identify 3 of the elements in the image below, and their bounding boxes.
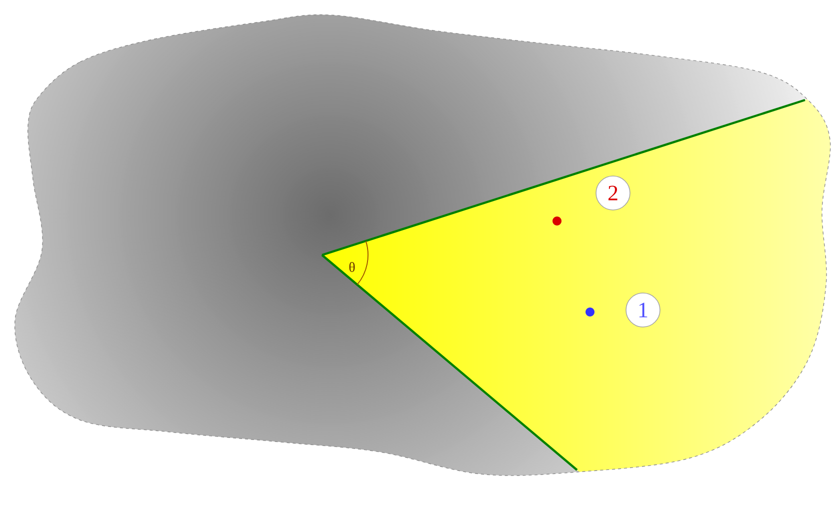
angle-label: θ	[349, 262, 355, 272]
point-label: 1	[626, 292, 660, 328]
point-label: 2	[596, 176, 630, 210]
